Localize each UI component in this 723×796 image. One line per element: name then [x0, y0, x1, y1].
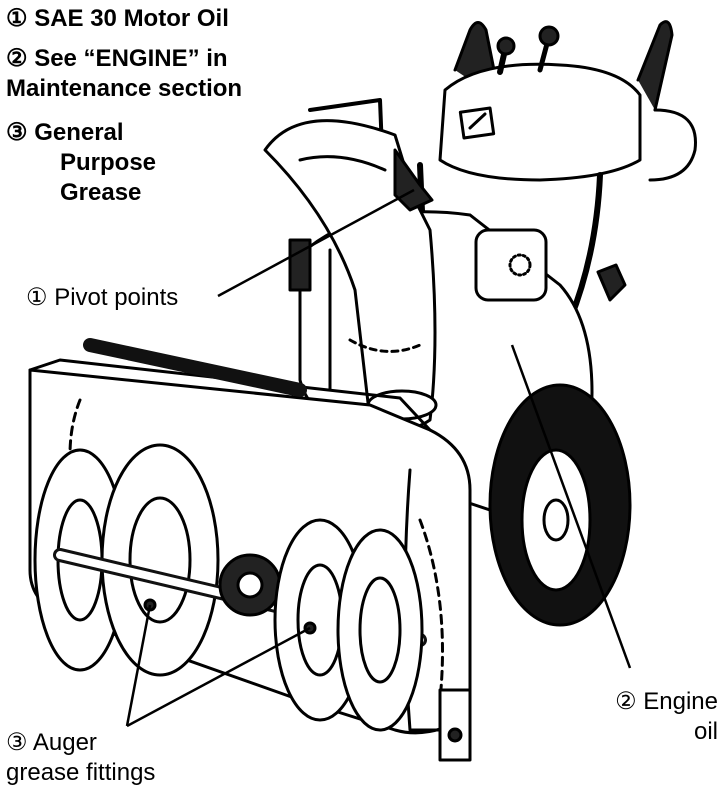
callout-text: Engine [643, 688, 718, 715]
callout-pivot-points: ① Pivot points [26, 283, 178, 313]
side-knob-right [598, 265, 625, 300]
callout-text: grease fittings [6, 758, 155, 788]
legend-text: SAE 30 Motor Oil [34, 5, 229, 32]
skid-shoe [440, 690, 470, 760]
lubrication-legend: ① SAE 30 Motor Oil ② See “ENGINE” in Mai… [6, 4, 242, 218]
legend-marker: ② [6, 45, 28, 72]
legend-marker: ③ [6, 119, 28, 146]
legend-text: General [34, 119, 123, 146]
legend-item-grease: ③ General Purpose Grease [6, 118, 242, 208]
callout-marker: ② [615, 688, 637, 715]
legend-text: See “ENGINE” in [34, 45, 227, 72]
legend-text: Grease [6, 178, 242, 208]
callout-marker: ① [26, 284, 48, 311]
legend-text: Maintenance section [6, 74, 242, 104]
callout-text: Pivot points [54, 284, 178, 311]
right-handle [638, 22, 672, 110]
callout-text: oil [582, 717, 718, 747]
handle-loop [650, 110, 696, 180]
callout-engine-oil: ② Engine oil [582, 687, 718, 747]
callout-auger-fittings: ③ Auger grease fittings [6, 728, 155, 788]
pivot-point [395, 150, 432, 210]
legend-item-engine: ② See “ENGINE” in Maintenance section [6, 44, 242, 104]
callout-text: Auger [33, 729, 97, 756]
legend-marker: ① [6, 5, 28, 32]
callout-marker: ③ [6, 729, 28, 756]
legend-item-oil: ① SAE 30 Motor Oil [6, 4, 242, 34]
legend-text: Purpose [6, 148, 242, 178]
